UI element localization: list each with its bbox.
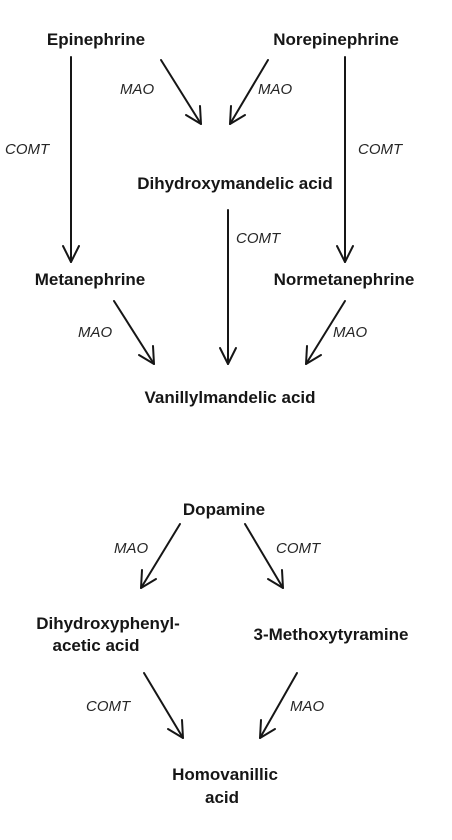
enzyme-label-comt-norepinephrine: COMT (358, 141, 403, 158)
arrow-dopamine-to-methoxytyramine (244, 523, 284, 589)
arrowhead-homovanillic-left (167, 719, 184, 739)
arrow-epinephrine-to-dihydroxymandelic (160, 59, 202, 125)
arrowhead-vanillylmandelic-right (305, 345, 322, 365)
arrowhead-dihydroxymandelic-left (185, 105, 202, 125)
node-dihydroxymandelic-acid: Dihydroxymandelic acid (137, 174, 333, 193)
arrowhead-normetanephrine (336, 245, 354, 263)
arrow-dihydroxyphenylacetic-to-homovanillic (143, 672, 184, 739)
node-normetanephrine: Normetanephrine (273, 270, 415, 289)
enzyme-label-mao-normetanephrine: MAO (333, 324, 368, 341)
enzyme-label-comt-dihydroxymandelic: COMT (236, 230, 281, 247)
enzyme-label-mao-methoxytyramine: MAO (290, 698, 325, 715)
arrowhead-methoxytyramine (267, 569, 284, 589)
enzyme-label-mao-norepinephrine: MAO (258, 81, 293, 98)
arrow-methoxytyramine-to-homovanillic (259, 672, 298, 739)
enzyme-label-mao-dopamine: MAO (114, 540, 149, 557)
node-homovanillic-line1: Homovanillic (172, 765, 278, 784)
arrowhead-metanephrine (62, 245, 80, 263)
arrowhead-dihydroxymandelic-right (229, 105, 246, 125)
node-dihydroxyphenylacetic-line1: Dihydroxyphenyl- (36, 614, 180, 633)
node-vanillylmandelic-acid: Vanillylmandelic acid (144, 388, 316, 407)
enzyme-label-comt-epinephrine: COMT (5, 141, 50, 158)
enzyme-label-comt-dihydroxyphenylacetic: COMT (86, 698, 131, 715)
enzyme-label-mao-epinephrine: MAO (120, 81, 155, 98)
node-dopamine: Dopamine (182, 500, 266, 519)
arrowhead-vanillylmandelic-center (219, 347, 237, 365)
arrow-dopamine-to-dihydroxyphenylacetic (140, 523, 181, 589)
enzyme-label-mao-metanephrine: MAO (78, 324, 113, 341)
node-epinephrine: Epinephrine (46, 30, 146, 49)
arrow-metanephrine-to-vanillylmandelic (113, 300, 155, 365)
node-dihydroxyphenylacetic-line2: acetic acid (52, 636, 140, 655)
node-metanephrine: Metanephrine (34, 270, 146, 289)
node-norepinephrine: Norepinephrine (273, 30, 399, 49)
enzyme-label-comt-dopamine: COMT (276, 540, 321, 557)
arrowhead-vanillylmandelic-left (138, 345, 155, 365)
arrow-normetanephrine-to-vanillylmandelic (305, 300, 346, 365)
node-homovanillic-line2: acid (204, 788, 240, 807)
arrowhead-homovanillic-right (259, 719, 276, 739)
arrow-norepinephrine-to-dihydroxymandelic (229, 59, 269, 125)
node-3-methoxytyramine: 3-Methoxytyramine (253, 625, 409, 644)
arrowhead-dihydroxyphenylacetic (140, 569, 157, 589)
